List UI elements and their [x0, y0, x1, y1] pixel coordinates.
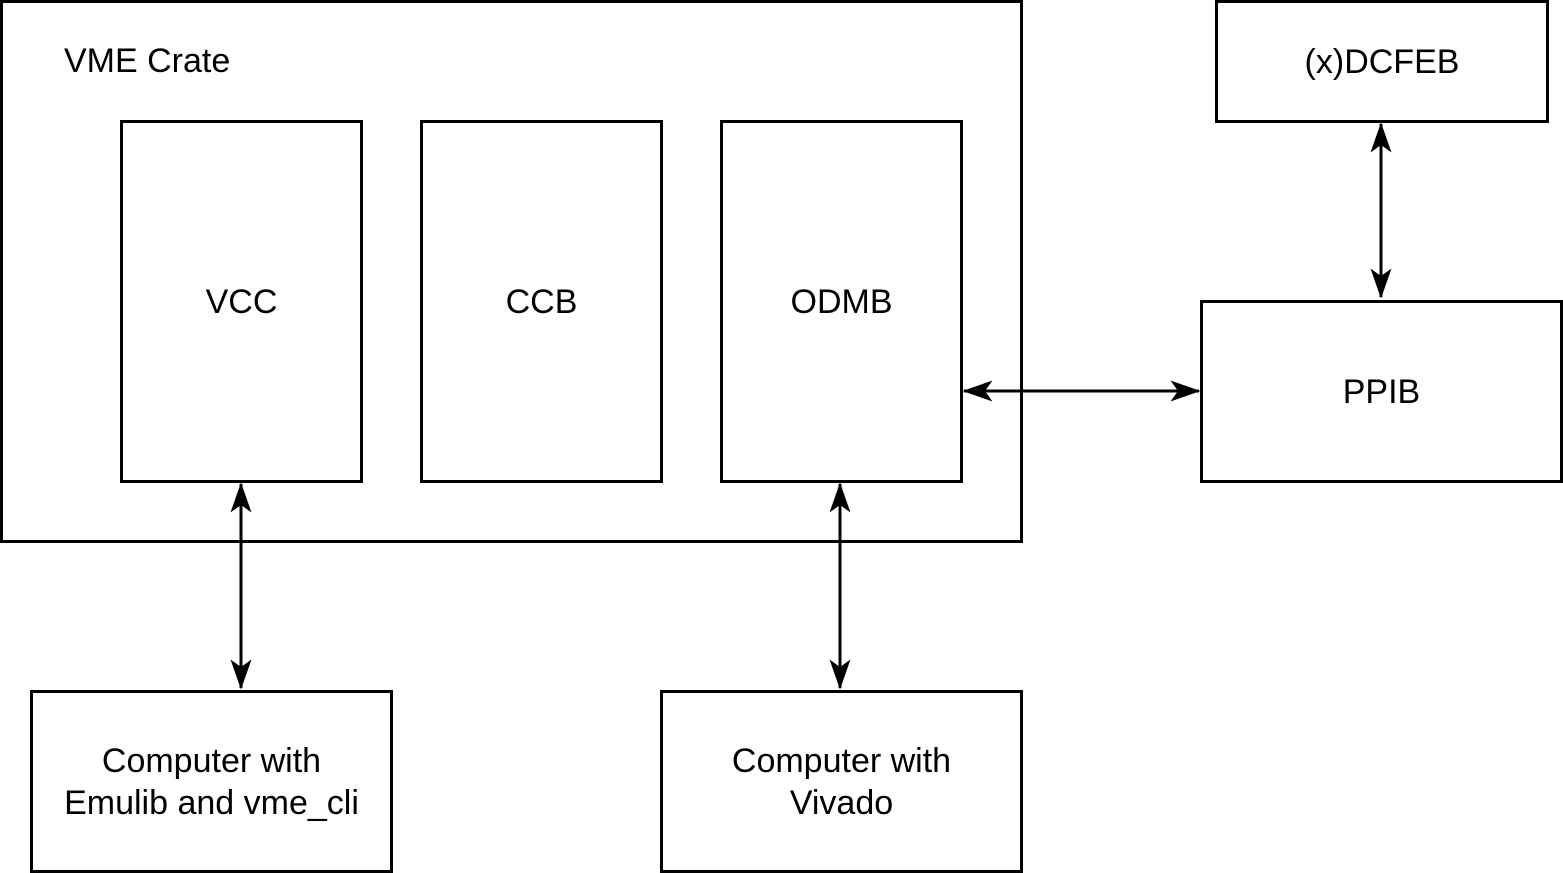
ppib-label: PPIB — [1342, 372, 1421, 411]
dcfeb-label: (x)DCFEB — [1304, 42, 1460, 81]
vcc-label: VCC — [205, 282, 278, 321]
dcfeb-box: (x)DCFEB — [1215, 0, 1549, 123]
computer-vivado-box: Computer with Vivado — [660, 690, 1023, 873]
vcc-box: VCC — [120, 120, 363, 483]
odmb-label: ODMB — [790, 282, 893, 321]
computer-vivado-line2: Vivado — [789, 783, 894, 822]
computer-emulib-box: Computer with Emulib and vme_cli — [30, 690, 393, 873]
computer-vivado-line1: Computer with — [731, 741, 952, 780]
ccb-box: CCB — [420, 120, 663, 483]
ccb-label: CCB — [505, 282, 578, 321]
vme-crate-label: VME Crate — [64, 42, 231, 80]
odmb-box: ODMB — [720, 120, 963, 483]
computer-emulib-line2: Emulib and vme_cli — [64, 783, 359, 822]
ppib-box: PPIB — [1200, 300, 1563, 483]
computer-emulib-line1: Computer with — [101, 741, 322, 780]
